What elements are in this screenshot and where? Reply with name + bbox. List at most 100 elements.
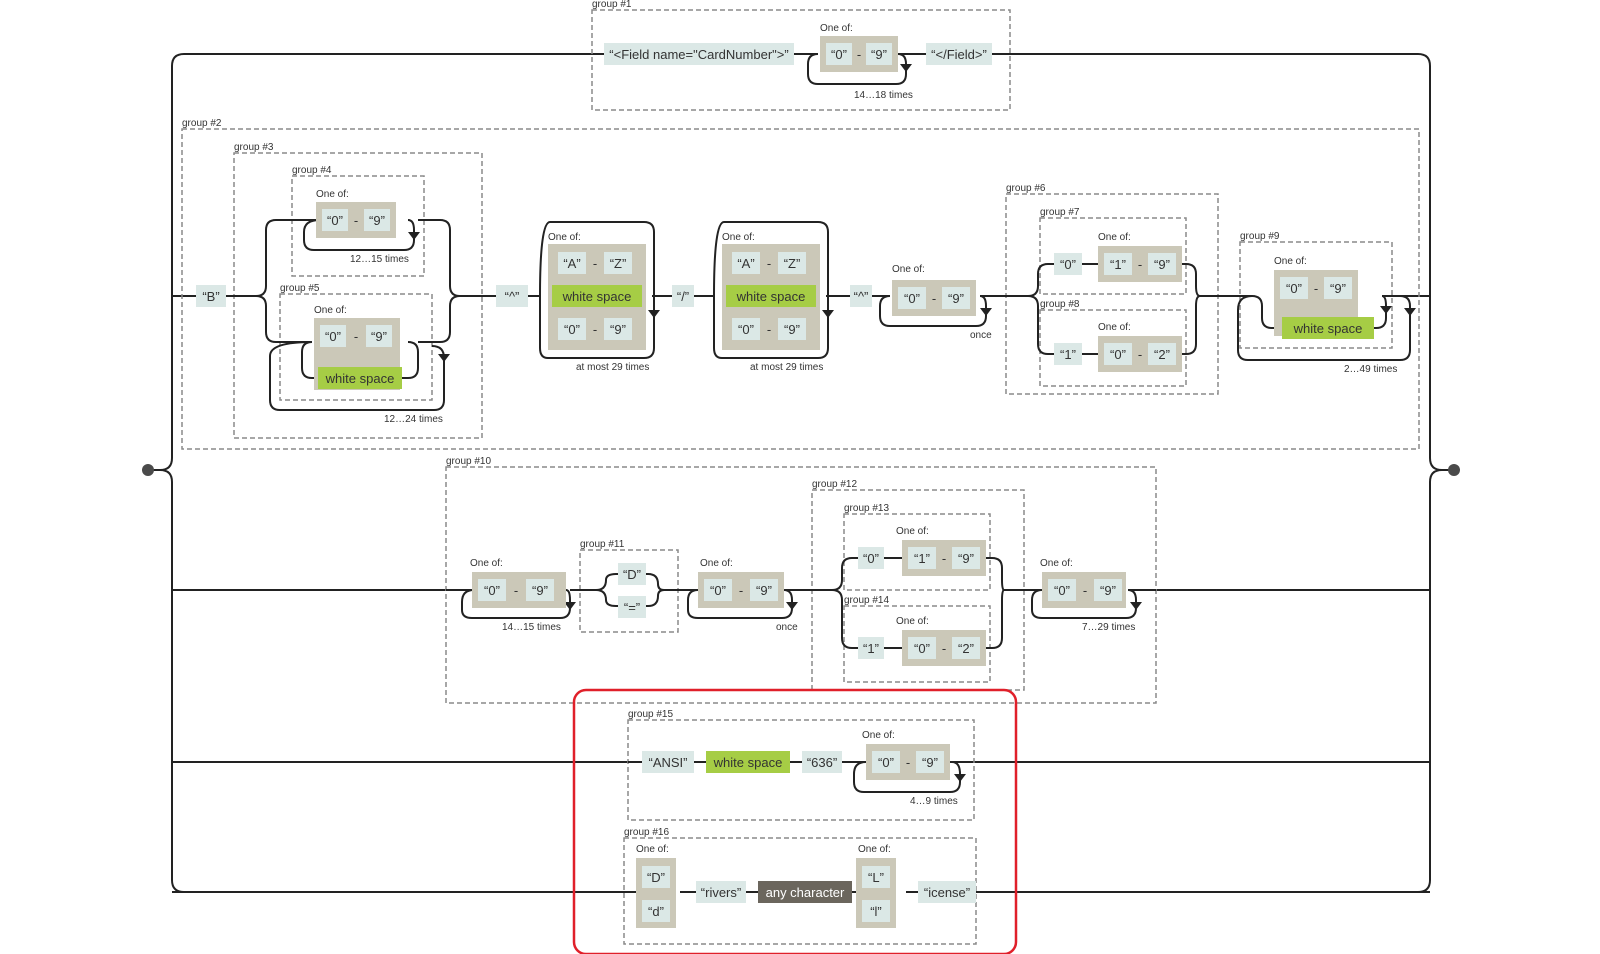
whitespace-g5-text: white space bbox=[325, 371, 395, 386]
oneof-label-alt3-3: One of: bbox=[1040, 558, 1073, 569]
lit-field-open-text: “<Field name="CardNumber">” bbox=[609, 47, 788, 62]
anychar-box bbox=[758, 881, 852, 903]
whitespace-az2-text: white space bbox=[736, 289, 806, 304]
group12-branches bbox=[831, 557, 1005, 649]
whitespace-az2-box bbox=[726, 285, 816, 307]
lit-field-close bbox=[926, 43, 992, 65]
group5-loop bbox=[269, 341, 445, 411]
lit-ANSI-text: “ANSI” bbox=[649, 755, 688, 770]
lit-az1-A bbox=[558, 252, 586, 274]
lit-g7-1 bbox=[1104, 253, 1132, 275]
group-4-label: group #4 bbox=[292, 165, 332, 176]
oneof-label-g16-a: One of: bbox=[636, 844, 669, 855]
start-terminal bbox=[142, 464, 154, 476]
lit-caret-1 bbox=[496, 285, 528, 307]
lit-g7-1-text: “1” bbox=[1110, 257, 1126, 272]
lit-g11-eq bbox=[618, 596, 646, 618]
lit-icense bbox=[918, 881, 976, 903]
group-5-label: group #5 bbox=[280, 283, 320, 294]
lit-alt3-1-0-text: “0” bbox=[484, 583, 500, 598]
whitespace-alt4-box bbox=[706, 751, 790, 773]
group-6-label: group #6 bbox=[1006, 183, 1046, 194]
lit-az2-9 bbox=[778, 318, 806, 340]
lit-field-close-text: “</Field>” bbox=[931, 47, 987, 62]
lit-alt3-3-0 bbox=[1048, 579, 1076, 601]
lit-az2-0 bbox=[732, 318, 760, 340]
lit-az2-A-text: “A” bbox=[737, 256, 754, 271]
lit-alt3-3-9 bbox=[1094, 579, 1122, 601]
group-3-label: group #3 bbox=[234, 142, 274, 153]
lit-g13-9 bbox=[952, 547, 980, 569]
anychar-text: any character bbox=[766, 885, 845, 900]
lit-g7-0-text: “0” bbox=[1060, 257, 1076, 272]
lit-B-text: “B” bbox=[202, 289, 219, 304]
lit-l bbox=[862, 900, 890, 922]
group-13-frame bbox=[843, 513, 991, 591]
lit-g13-1-text: “1” bbox=[914, 551, 930, 566]
lit-l-text: “l” bbox=[870, 904, 882, 919]
oneof-label-g16-b: One of: bbox=[858, 844, 891, 855]
group5-inner bbox=[301, 341, 419, 379]
range-dash: - bbox=[354, 329, 358, 344]
lit-caret-1-text: “^” bbox=[505, 289, 520, 304]
lit-g13-9-text: “9” bbox=[958, 551, 974, 566]
lit-g8-2 bbox=[1148, 343, 1176, 365]
oneof-alt3-3-loop bbox=[1031, 589, 1137, 619]
lit-g4-9-text: “9” bbox=[369, 213, 385, 228]
lit-L bbox=[862, 866, 890, 888]
loop-arrowheads bbox=[408, 64, 1416, 782]
oneof-label-g9: One of: bbox=[1274, 256, 1307, 267]
lit-g13-0-text: “0” bbox=[863, 551, 879, 566]
lit-az2-0-text: “0” bbox=[738, 322, 754, 337]
lit-alt3-1-9 bbox=[526, 579, 554, 601]
group1-loop bbox=[807, 53, 907, 85]
group-15-frame bbox=[627, 719, 975, 821]
group6-branches bbox=[1027, 263, 1201, 355]
lit-g11-eq-text: “=” bbox=[624, 600, 640, 615]
lit-636-text: “636” bbox=[807, 755, 837, 770]
lit-g4-9 bbox=[364, 209, 390, 231]
lit-icense-text: “icense” bbox=[924, 885, 970, 900]
lit-field-open bbox=[604, 43, 794, 65]
lit-az1-Z bbox=[604, 252, 632, 274]
lit-g1-0-text: “0” bbox=[831, 47, 847, 62]
lit-az1-9-text: “9” bbox=[610, 322, 626, 337]
group9-inner bbox=[1251, 295, 1387, 329]
group-2-frame bbox=[181, 128, 1420, 450]
range-dash: - bbox=[354, 213, 358, 228]
lit-rivers-text: “rivers” bbox=[701, 885, 741, 900]
range-dash: - bbox=[739, 583, 743, 598]
repeat-once-2: once bbox=[776, 622, 798, 633]
group-15-label: group #15 bbox=[628, 709, 673, 720]
lit-g11-D bbox=[618, 563, 646, 585]
group-4-frame bbox=[291, 175, 425, 277]
oneof-label-alt3-2: One of: bbox=[700, 558, 733, 569]
lit-alt4-0 bbox=[872, 751, 900, 773]
lit-g11-D-text: “D” bbox=[623, 567, 641, 582]
repeat-7-29: 7…29 times bbox=[1082, 622, 1135, 633]
lit-alt4-0-text: “0” bbox=[878, 755, 894, 770]
lit-az1-0 bbox=[558, 318, 586, 340]
lit-alt3-1-0 bbox=[478, 579, 506, 601]
lit-D bbox=[642, 866, 670, 888]
whitespace-az1-box bbox=[552, 285, 642, 307]
lit-g4-0-text: “0” bbox=[327, 213, 343, 228]
whitespace-g9-box bbox=[1282, 317, 1374, 339]
oneof-az-1-loop bbox=[539, 221, 655, 359]
lit-slash bbox=[672, 285, 694, 307]
lit-L-text: “L” bbox=[868, 870, 884, 885]
whitespace-alt4-text: white space bbox=[713, 755, 783, 770]
lit-caret-2-text: “^” bbox=[854, 289, 869, 304]
group9-loop bbox=[1237, 295, 1411, 361]
group-2-label: group #2 bbox=[182, 118, 222, 129]
lit-g7-9-text: “9” bbox=[1154, 257, 1170, 272]
oneof-label-g13: One of: bbox=[896, 526, 929, 537]
group-6-frame bbox=[1005, 193, 1219, 395]
range-dash: - bbox=[1314, 281, 1318, 296]
lit-az2-Z-text: “Z” bbox=[784, 256, 801, 271]
lit-d-text: “d” bbox=[648, 904, 664, 919]
lit-g13-1 bbox=[908, 547, 936, 569]
range-dash: - bbox=[857, 47, 861, 62]
oneof-alt3-2-loop bbox=[687, 589, 793, 619]
group-13-label: group #13 bbox=[844, 503, 889, 514]
